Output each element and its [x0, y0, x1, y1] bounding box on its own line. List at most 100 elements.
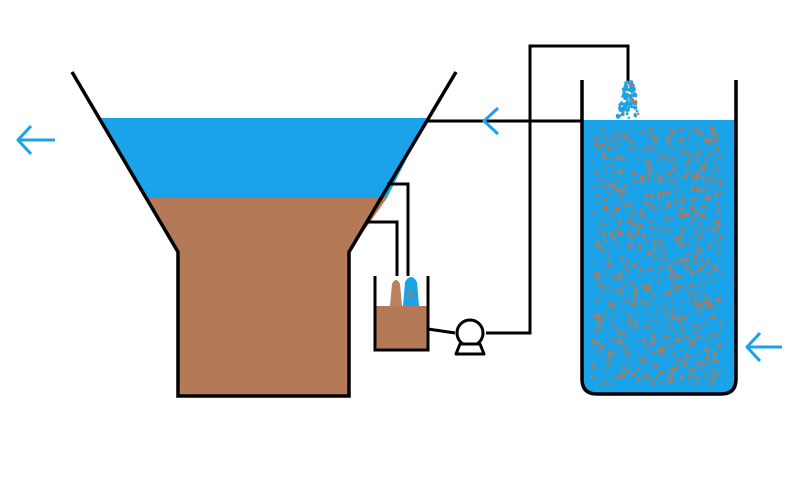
floc-particle — [654, 148, 658, 152]
floc-particle — [719, 325, 723, 329]
floc-particle — [653, 174, 657, 178]
floc-particle — [695, 268, 700, 273]
floc-particle — [619, 232, 623, 236]
floc-particle — [701, 205, 705, 209]
floc-particle — [615, 349, 617, 352]
floc-particle — [633, 371, 636, 375]
floc-particle — [679, 243, 684, 247]
floc-particle — [623, 332, 629, 338]
floc-particle — [690, 185, 695, 190]
floc-particle — [628, 313, 632, 318]
floc-particle — [592, 313, 598, 319]
floc-particle — [638, 258, 641, 261]
floc-particle — [607, 301, 610, 304]
floc-particle — [610, 236, 613, 239]
floc-particle — [712, 305, 716, 308]
floc-particle — [647, 166, 651, 170]
floc-particle — [700, 188, 706, 193]
floc-particle — [620, 256, 625, 261]
floc-particle — [616, 155, 621, 161]
sampler-cup-sludge — [375, 306, 428, 350]
floc-particle — [697, 248, 702, 253]
floc-particle — [601, 142, 607, 148]
floc-particle — [613, 134, 617, 138]
floc-particle — [597, 329, 600, 332]
floc-particle — [618, 219, 623, 224]
floc-particle — [592, 302, 595, 305]
floc-particle — [690, 197, 695, 202]
floc-particle — [665, 190, 671, 196]
floc-particle — [698, 131, 703, 136]
floc-particle — [618, 291, 623, 295]
floc-particle — [700, 230, 703, 234]
floc-particle — [611, 317, 614, 320]
floc-particle — [679, 178, 681, 181]
floc-particle — [673, 285, 677, 290]
floc-particle — [663, 312, 668, 317]
floc-particle — [596, 350, 601, 355]
floc-particle — [638, 360, 643, 364]
floc-particle — [674, 161, 678, 165]
floc-particle — [593, 141, 598, 146]
floc-particle — [603, 127, 606, 131]
spray-droplet — [621, 87, 626, 92]
floc-particle — [678, 275, 683, 280]
floc-particle — [681, 266, 684, 268]
floc-particle — [697, 191, 700, 193]
floc-particle — [605, 167, 608, 170]
floc-particle — [607, 140, 610, 143]
floc-particle — [689, 289, 692, 292]
floc-particle — [703, 336, 706, 340]
floc-particle — [622, 202, 628, 208]
floc-particle — [608, 349, 612, 353]
floc-particle — [621, 134, 626, 139]
floc-particle — [716, 208, 721, 212]
floc-particle — [682, 258, 686, 261]
floc-particle — [682, 364, 686, 368]
floc-particle — [655, 158, 658, 161]
floc-particle — [710, 225, 712, 228]
floc-particle — [709, 332, 713, 337]
floc-particle — [591, 365, 597, 371]
floc-particle — [598, 345, 604, 350]
floc-particle — [620, 288, 623, 291]
floc-particle — [703, 301, 707, 305]
floc-particle — [672, 259, 677, 263]
floc-particle — [666, 145, 669, 149]
floc-particle — [617, 190, 622, 195]
floc-particle — [672, 237, 675, 240]
floc-particle — [636, 312, 640, 316]
spray-droplet — [632, 87, 635, 91]
floc-particle — [697, 375, 701, 379]
floc-particle — [604, 285, 609, 290]
floc-particle — [703, 374, 708, 378]
floc-particle — [653, 256, 657, 260]
floc-particle — [708, 223, 712, 226]
floc-particle — [596, 186, 599, 189]
floc-particle — [706, 159, 709, 163]
floc-particle — [676, 364, 681, 369]
floc-particle — [684, 287, 688, 290]
floc-particle — [677, 337, 682, 342]
floc-particle — [604, 256, 607, 259]
floc-particle — [626, 318, 629, 322]
floc-particle — [714, 219, 720, 224]
floc-particle — [704, 347, 710, 353]
floc-particle — [643, 199, 647, 203]
floc-particle — [650, 382, 655, 386]
floc-particle — [713, 237, 717, 242]
floc-particle — [599, 282, 601, 285]
floc-particle — [669, 323, 674, 328]
return-spray — [615, 80, 640, 120]
floc-particle — [713, 139, 718, 144]
floc-particle — [638, 222, 643, 228]
floc-particle — [627, 245, 631, 249]
floc-particle — [593, 184, 597, 188]
floc-particle — [634, 340, 637, 343]
floc-particle — [710, 180, 713, 184]
floc-particle — [594, 297, 600, 303]
floc-particle — [655, 321, 658, 324]
floc-particle — [649, 145, 654, 150]
floc-particle — [667, 267, 670, 270]
floc-particle — [714, 192, 719, 197]
